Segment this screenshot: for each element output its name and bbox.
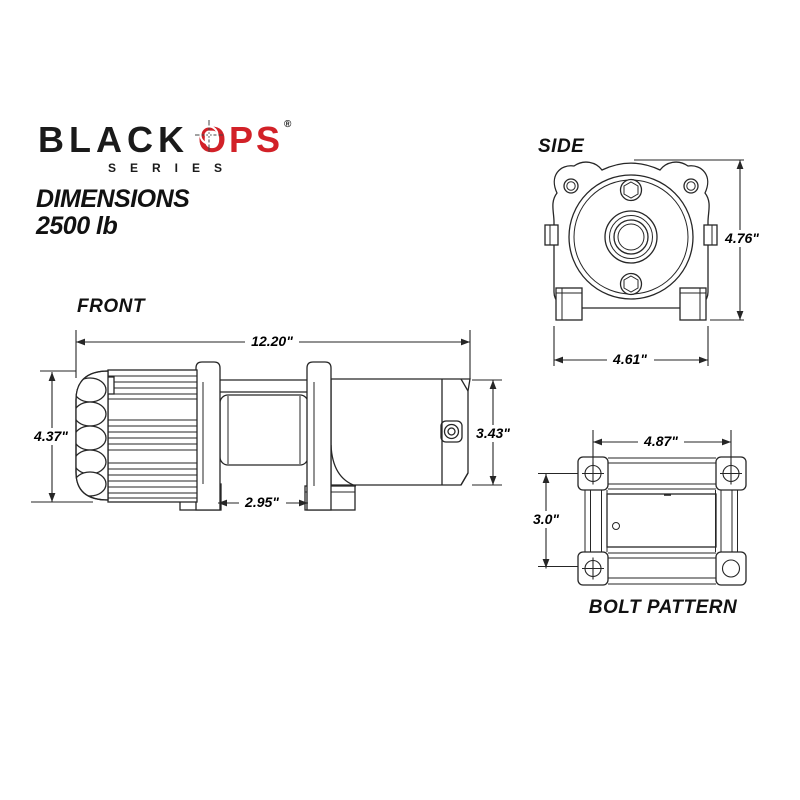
bolt-dimension-arrows	[542, 438, 731, 568]
front-height-dimension: 4.37"	[33, 428, 68, 444]
front-view-drawing: 12.20" 4.37" 3.43" 2.95" FRONT	[28, 296, 515, 511]
motor-endcap-fins	[76, 377, 107, 497]
logo-black-text: BLACK	[38, 119, 189, 160]
front-feet-gap-dimension: 2.95"	[244, 494, 279, 510]
motor-fins	[108, 375, 197, 499]
logo-ops-text: OPS®	[194, 119, 295, 158]
capacity-label: 2500 lb	[36, 211, 118, 240]
side-view-drawing: 4.76" 4.61" SIDE	[538, 136, 763, 368]
bolt-dimension-lines	[538, 430, 732, 569]
sheet-heading: DIMENSIONS 2500 lb	[36, 185, 190, 240]
front-view-label: FRONT	[77, 296, 146, 317]
bolt-height-dimension: 3.0"	[533, 511, 559, 527]
sheet-title: DIMENSIONS	[36, 185, 190, 213]
registered-mark: ®	[284, 119, 295, 130]
logo-series-text: SERIES	[108, 161, 237, 175]
bolt-pattern-drawing: 4.87" 3.0" BOLT PATTERN	[528, 430, 747, 618]
front-right-height-dimension: 3.43"	[476, 425, 510, 441]
front-dimension-arrows	[48, 338, 497, 507]
front-width-dimension: 12.20"	[251, 333, 293, 349]
bolt-pattern-label: BOLT PATTERN	[589, 597, 738, 618]
side-view-label: SIDE	[538, 136, 585, 157]
brand-logo: BLACK OPS® SERIES	[38, 119, 295, 175]
bolt-width-dimension: 4.87"	[643, 433, 678, 449]
side-dimension-arrows	[554, 160, 744, 364]
side-width-dimension: 4.61"	[612, 351, 647, 367]
side-height-dimension: 4.76"	[724, 230, 759, 246]
